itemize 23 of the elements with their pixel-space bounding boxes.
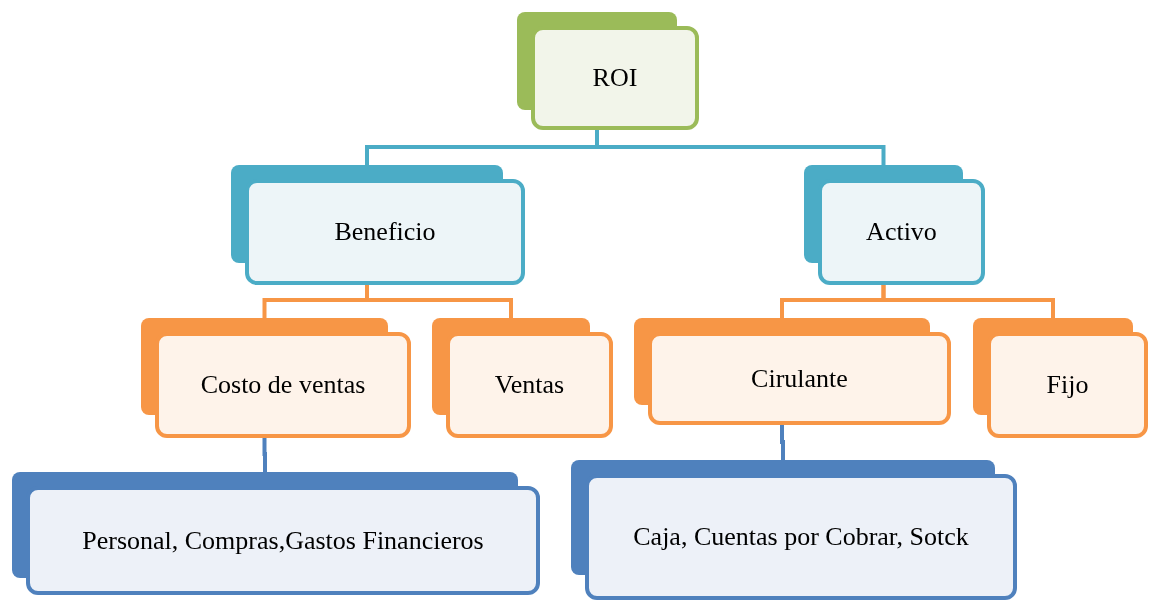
connector-line bbox=[365, 285, 513, 318]
org-chart-box bbox=[571, 460, 1017, 600]
box-label: Activo bbox=[865, 216, 938, 249]
connector-line bbox=[595, 130, 886, 165]
connector-line bbox=[780, 425, 785, 460]
org-chart-box bbox=[12, 472, 540, 595]
box-label: Cirulante bbox=[750, 362, 849, 395]
box-label: Beneficio bbox=[333, 216, 437, 249]
box-label: Ventas bbox=[493, 369, 566, 402]
org-chart-box bbox=[141, 318, 411, 438]
org-chart-box bbox=[804, 165, 985, 285]
org-chart-box bbox=[432, 318, 613, 438]
org-chart-box bbox=[973, 318, 1148, 438]
box-label: Caja, Cuentas por Cobrar, Sotck bbox=[632, 521, 970, 554]
box-label: Costo de ventas bbox=[199, 369, 367, 402]
connector-line bbox=[262, 438, 267, 472]
org-chart-box bbox=[517, 12, 699, 130]
box-label: ROI bbox=[591, 62, 639, 95]
box-label: Personal, Compras,Gastos Financieros bbox=[81, 524, 485, 557]
org-chart-box bbox=[231, 165, 525, 285]
box-label: Fijo bbox=[1045, 369, 1090, 402]
connector-line bbox=[881, 285, 1055, 318]
org-chart-box bbox=[634, 318, 951, 425]
